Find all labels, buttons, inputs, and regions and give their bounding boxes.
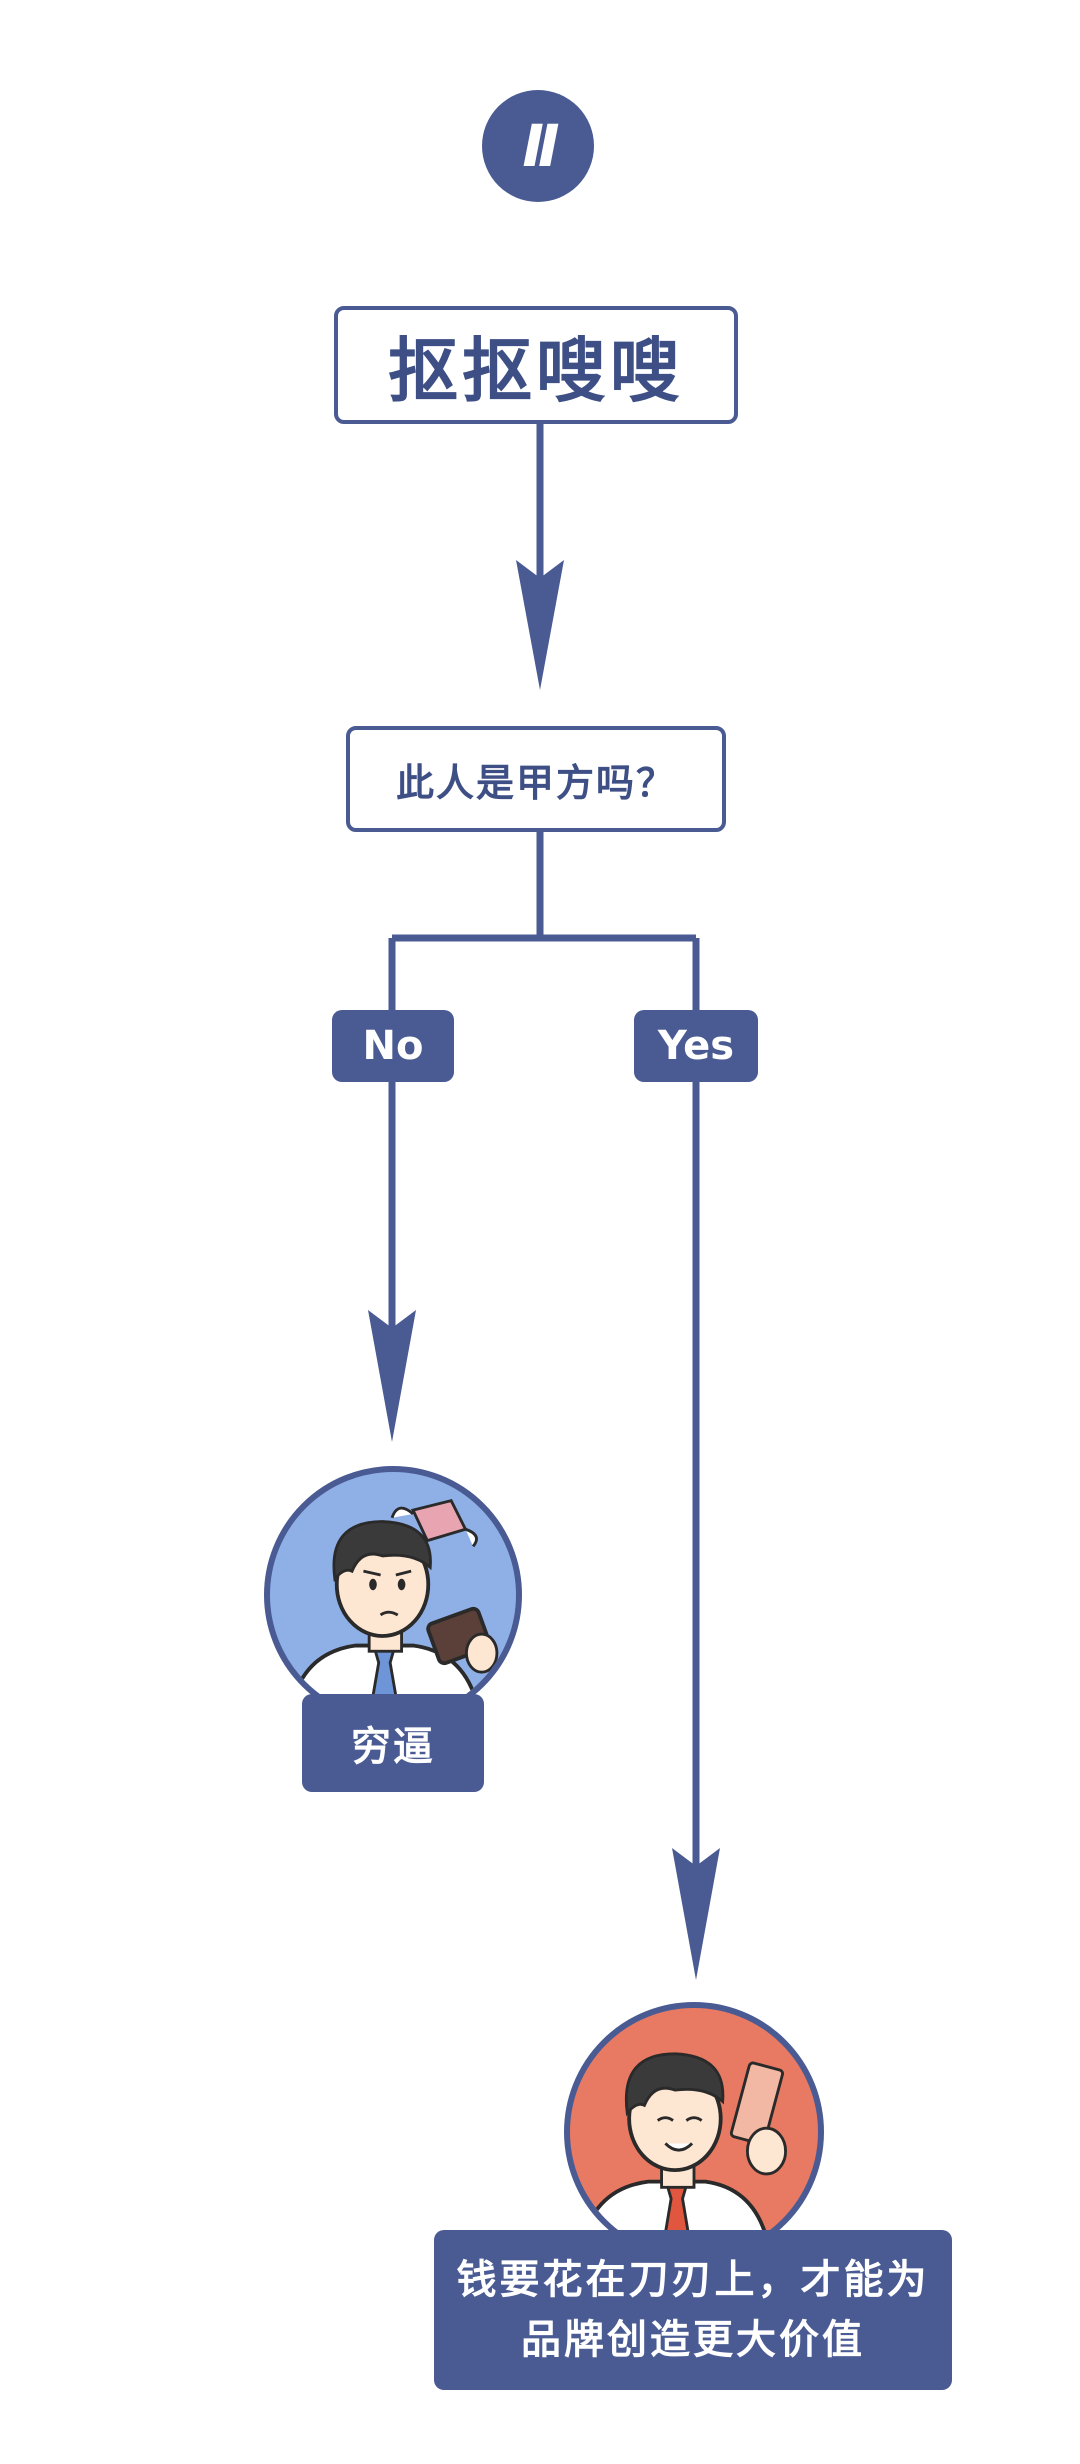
branch-no-text: No <box>362 1023 424 1069</box>
smiling-man-with-money-icon <box>564 2002 824 2262</box>
branch-yes-text: Yes <box>657 1023 735 1069</box>
branch-yes-label: Yes <box>634 1010 758 1082</box>
outcome-yes-text: 钱要花在刀刃上，才能为品牌创造更大价值 <box>456 2257 930 2363</box>
outcome-no-text: 穷逼 <box>351 1724 435 1770</box>
step-number: II <box>522 112 559 180</box>
decision-question: 此人是甲方吗？ <box>395 760 676 805</box>
outcome-yes-box: 钱要花在刀刃上，才能为品牌创造更大价值 <box>434 2230 952 2390</box>
flying-money-icon <box>390 1498 478 1548</box>
flowchart-title: 抠抠嗖嗖 <box>388 329 684 412</box>
money-in-hand-icon <box>729 2061 787 2176</box>
branch-no-label: No <box>332 1010 454 1082</box>
arrowhead-to-no-outcome <box>368 1310 416 1442</box>
sad-man-with-empty-wallet-icon <box>264 1466 522 1724</box>
empty-wallet-icon <box>426 1606 499 1674</box>
decision-question-box: 此人是甲方吗？ <box>346 726 726 832</box>
step-number-badge: II <box>482 90 594 202</box>
arrowhead-to-yes-outcome <box>672 1848 720 1980</box>
arrowhead-to-question <box>516 560 564 690</box>
outcome-no-box: 穷逼 <box>302 1694 484 1792</box>
flowchart-title-box: 抠抠嗖嗖 <box>334 306 738 424</box>
